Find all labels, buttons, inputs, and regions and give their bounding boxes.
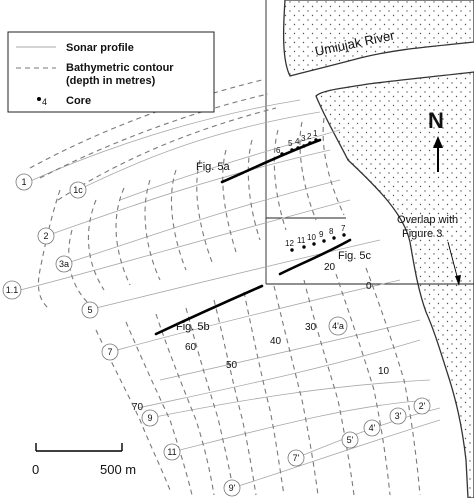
fig5a-line — [220, 138, 322, 184]
svg-text:4'a: 4'a — [332, 321, 344, 331]
svg-text:1: 1 — [313, 129, 318, 138]
svg-text:0: 0 — [366, 281, 372, 292]
svg-text:40: 40 — [270, 336, 282, 347]
svg-text:60: 60 — [185, 342, 197, 353]
svg-text:8: 8 — [329, 227, 334, 236]
fig5c-label: Fig. 5c — [338, 250, 372, 262]
svg-text:11: 11 — [167, 447, 176, 457]
svg-text:3': 3' — [395, 411, 402, 421]
legend-core-sample: 4 — [42, 97, 47, 107]
fig5c-line — [278, 238, 352, 276]
svg-text:3a: 3a — [59, 259, 69, 269]
overlap-line2: Figure 3 — [402, 228, 442, 240]
svg-text:50: 50 — [226, 360, 238, 371]
svg-text:7': 7' — [293, 453, 300, 463]
svg-text:70: 70 — [132, 402, 144, 413]
svg-text:1: 1 — [21, 177, 26, 187]
svg-text:10: 10 — [378, 366, 390, 377]
profile-marker: 9 — [141, 409, 159, 427]
profile-marker: 3a — [55, 255, 73, 273]
core-numbers-5c: 12 11 10 9 8 7 — [285, 224, 346, 248]
legend-core-dot — [37, 97, 41, 101]
svg-text:12: 12 — [285, 239, 294, 248]
svg-text:11: 11 — [297, 236, 306, 245]
svg-text:7: 7 — [107, 347, 112, 357]
svg-text:1c: 1c — [73, 185, 83, 195]
svg-text:2: 2 — [307, 132, 312, 141]
legend-contour-label: Bathymetric contour — [66, 62, 174, 74]
legend-sonar-label: Sonar profile — [66, 42, 134, 54]
figure-lines — [154, 138, 352, 336]
svg-text:9': 9' — [229, 483, 236, 493]
profile-marker: 1.1 — [2, 280, 22, 300]
profile-marker: 3' — [389, 407, 407, 425]
svg-text:6: 6 — [276, 146, 281, 155]
fig5b-label: Fig. 5b — [176, 321, 210, 333]
svg-text:4: 4 — [295, 137, 300, 146]
land-east — [315, 71, 474, 498]
svg-text:30: 30 — [305, 322, 317, 333]
svg-text:5: 5 — [87, 305, 92, 315]
svg-text:7: 7 — [341, 224, 346, 233]
bathymetric-contours — [29, 79, 421, 496]
profile-marker: 11 — [163, 443, 181, 461]
north-label: N — [428, 108, 444, 133]
svg-text:9: 9 — [147, 413, 152, 423]
svg-text:20: 20 — [324, 262, 336, 273]
svg-text:1.1: 1.1 — [6, 285, 19, 295]
core-dots-5c — [290, 233, 346, 252]
core-numbers-5a: 6 5 4 3 2 1 — [276, 129, 318, 155]
svg-text:5': 5' — [347, 435, 354, 445]
north-arrow-icon: N — [428, 108, 444, 172]
svg-text:4': 4' — [369, 423, 376, 433]
legend: Sonar profile Bathymetric contour (depth… — [7, 31, 215, 113]
profile-marker: 1 — [15, 173, 33, 191]
legend-contour-units: (depth in metres) — [66, 75, 156, 87]
scale-start: 0 — [32, 462, 39, 477]
scale-bar: 0 500 m — [32, 443, 136, 477]
legend-core-label: Core — [66, 95, 91, 107]
svg-text:2': 2' — [419, 401, 426, 411]
overlap-line1: Overlap with — [397, 214, 458, 226]
profile-marker: 7 — [101, 343, 119, 361]
profile-marker: 7' — [287, 449, 305, 467]
profile-marker: 9' — [223, 479, 241, 497]
land-north — [282, 0, 474, 77]
svg-text:10: 10 — [307, 233, 316, 242]
profile-marker: 2' — [413, 397, 431, 415]
fig5b-line — [154, 284, 264, 336]
profile-marker: 4'a — [328, 316, 348, 336]
profile-markers: 1 1c 2 3a 1.1 5 7 9 11 9' 7' 5' 4' 3' 2'… — [2, 173, 431, 497]
svg-text:3: 3 — [301, 134, 306, 143]
scale-end: 500 m — [100, 462, 136, 477]
profile-marker: 4' — [363, 419, 381, 437]
svg-text:9: 9 — [319, 230, 324, 239]
profile-marker: 5 — [81, 301, 99, 319]
core-dots-5a — [280, 138, 318, 156]
profile-marker: 2 — [37, 227, 55, 245]
svg-text:5: 5 — [288, 139, 293, 148]
depth-labels: 0 10 20 30 40 50 60 70 — [132, 262, 390, 413]
profile-marker: 1c — [69, 181, 87, 199]
svg-text:2: 2 — [43, 231, 48, 241]
profile-marker: 5' — [341, 431, 359, 449]
fig5a-label: Fig. 5a — [196, 161, 231, 173]
overlap-annotation: Overlap with Figure 3 — [397, 214, 461, 286]
